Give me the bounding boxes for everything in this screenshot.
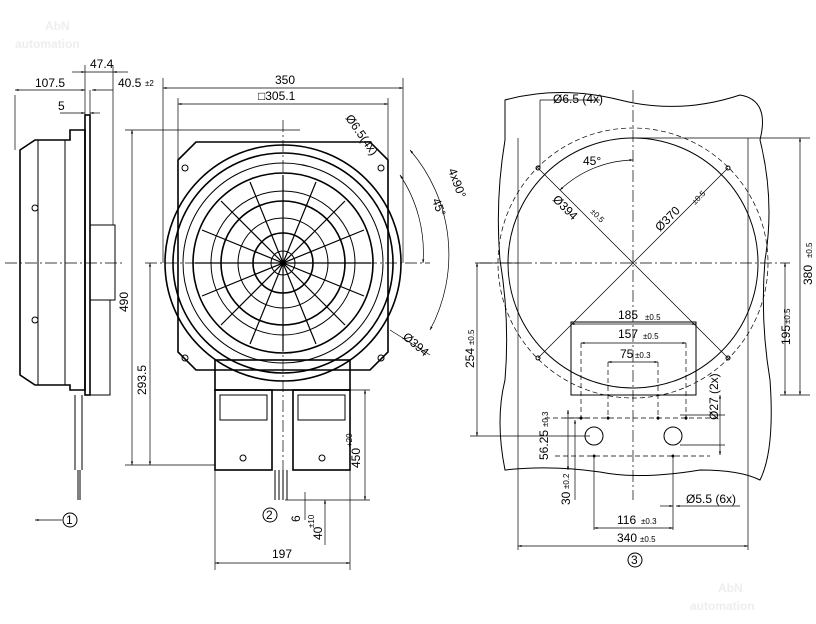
connector-box [292,389,351,471]
dim-350: 350 [275,73,295,87]
svg-text:±0.3: ±0.3 [541,411,550,427]
dim-square-305-1: □305.1 [258,89,296,103]
svg-text:automation: automation [690,599,755,613]
dim-angle-45: 45° [583,154,601,168]
dim-hole-6-5-4x: Ø6.5 (4x) [553,92,603,106]
svg-text:automation: automation [15,37,80,51]
svg-text:2: 2 [266,508,273,522]
mount-hole [377,164,385,172]
side-view: 107.5 47.4 40.5 ±2 5 1 [5,57,154,528]
dim-370: Ø370 [652,203,683,234]
watermark-bottom-right: AbN automation [690,581,755,613]
svg-text:±0.5: ±0.5 [640,535,656,544]
svg-text:AbN: AbN [45,19,70,33]
svg-text:3: 3 [631,553,638,567]
mount-hole [181,164,189,172]
view-marker-2 [262,507,278,523]
dim-450: 450 [349,448,363,468]
mount-hole [377,354,385,362]
dim-hole-6-5: Ø6.5(4x) [343,112,381,158]
svg-text:±0.5: ±0.5 [589,207,607,225]
dim-5: 5 [58,99,65,113]
svg-text:±0.5: ±0.5 [783,308,792,324]
dim-6: 6 [289,515,303,522]
cable-hole [663,426,683,446]
view-marker-1 [62,512,78,528]
svg-text:±0.5: ±0.5 [645,313,661,322]
dim-47-4: 47.4 [90,57,114,71]
dim-293-5: 293.5 [135,365,149,395]
svg-text:±0.3: ±0.3 [641,517,657,526]
dim-107-5: 107.5 [35,76,65,90]
dim-394: Ø394 [550,192,581,223]
svg-text:AbN: AbN [718,581,743,595]
dim-254: 254 [463,348,477,368]
svg-text:±10: ±10 [307,514,316,528]
front-view: 350 □305.1 Ø6.5(4x) 45° 4x90° Ø394 490 2… [117,73,469,570]
dim-340: 340 [617,531,637,545]
dim-56-25: 56.25 [537,430,551,460]
dim-394: Ø394 [400,330,432,360]
svg-text:±0.3: ±0.3 [635,351,651,360]
dim-490: 490 [117,292,131,312]
dim-30: 30 [559,491,573,505]
dim-157: 157 [618,327,638,341]
svg-text:+20: +20 [345,433,354,447]
dim-116: 116 [617,513,636,527]
dim-27: Ø27 (2x) [707,373,721,420]
svg-text:±0.2: ±0.2 [562,473,571,489]
dim-195: 195 [779,325,793,345]
view-marker-3 [627,552,643,568]
dim-angle-4x90: 4x90° [445,166,469,200]
svg-text:±2: ±2 [145,79,154,88]
dim-40-5: 40.5 [118,76,142,90]
svg-text:1: 1 [66,513,73,527]
svg-text:±0.5: ±0.5 [805,242,814,258]
connector-box [214,389,273,471]
watermark-top-left: AbN automation [15,19,80,51]
mount-hole [181,354,189,362]
dim-angle-45: 45° [429,196,448,218]
dim-40: 40 [311,526,325,540]
dim-197: 197 [272,547,292,561]
dim-380: 380 [801,265,815,285]
dim-75: 75 [620,347,634,361]
dim-5-5: Ø5.5 (6x) [686,492,736,506]
dim-185: 185 [618,308,638,322]
fan-blades [195,175,371,351]
svg-text:±0.5: ±0.5 [643,332,659,341]
svg-text:±0.5: ±0.5 [467,329,476,345]
cutout-view: Ø6.5 (4x) 45° Ø394 ±0.5 Ø370 ±0.5 380 ±0… [463,90,815,568]
